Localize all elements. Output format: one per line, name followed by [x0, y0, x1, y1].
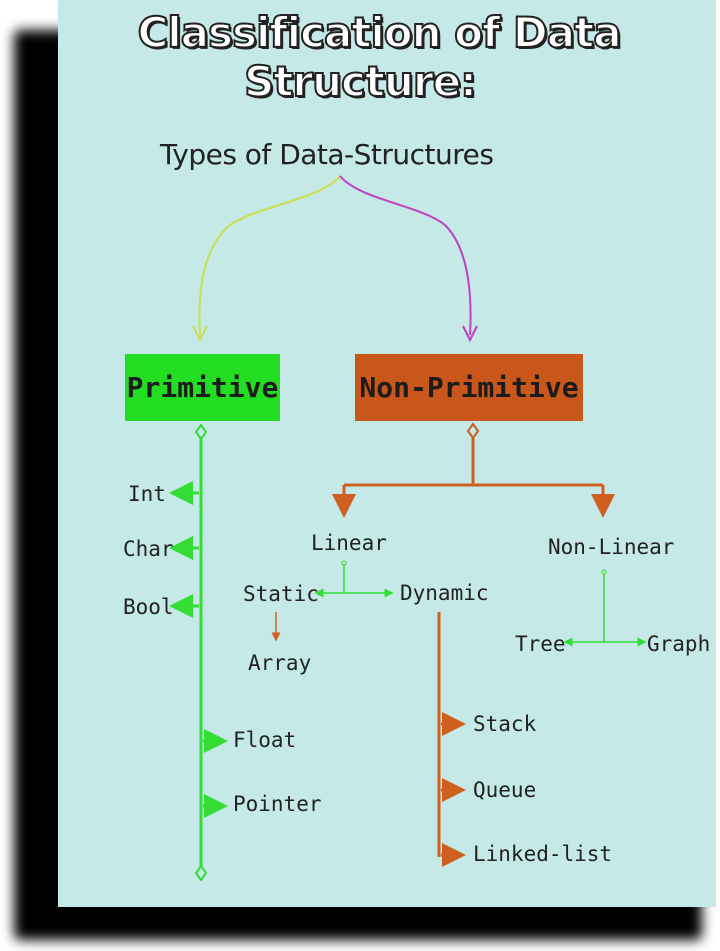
- curve-to-primitive-head: [192, 325, 208, 343]
- node-int: Int: [128, 482, 166, 506]
- node-stack: Stack: [473, 712, 537, 736]
- spine-top-diamond: [194, 423, 208, 441]
- node-float: Float: [233, 728, 297, 752]
- node-pointer: Pointer: [233, 792, 322, 816]
- node-char: Char: [123, 537, 174, 561]
- non-primitive-node: Non-Primitive: [355, 354, 583, 421]
- node-array: Array: [248, 651, 312, 675]
- node-non-linear: Non-Linear: [548, 535, 675, 559]
- node-dynamic: Dynamic: [400, 581, 489, 605]
- node-static: Static: [243, 582, 319, 606]
- node-bool: Bool: [123, 595, 174, 619]
- primitive-node: Primitive: [125, 354, 280, 421]
- node-queue: Queue: [473, 778, 537, 802]
- page-title: Classification of Data Structure:: [136, 7, 622, 107]
- non-primitive-diamond: [466, 422, 480, 440]
- node-linked-list: Linked-list: [473, 842, 613, 866]
- node-tree: Tree: [515, 632, 566, 656]
- diagram-panel: [58, 0, 716, 907]
- root-node-label: Types of Data-Structures: [160, 138, 494, 171]
- node-graph: Graph: [647, 632, 711, 656]
- curve-to-primitive: [198, 175, 341, 336]
- node-linear: Linear: [311, 531, 387, 555]
- curve-to-non-primitive-head: [462, 325, 478, 343]
- curve-to-non-primitive: [339, 175, 472, 336]
- spine-bottom-diamond: [194, 864, 208, 882]
